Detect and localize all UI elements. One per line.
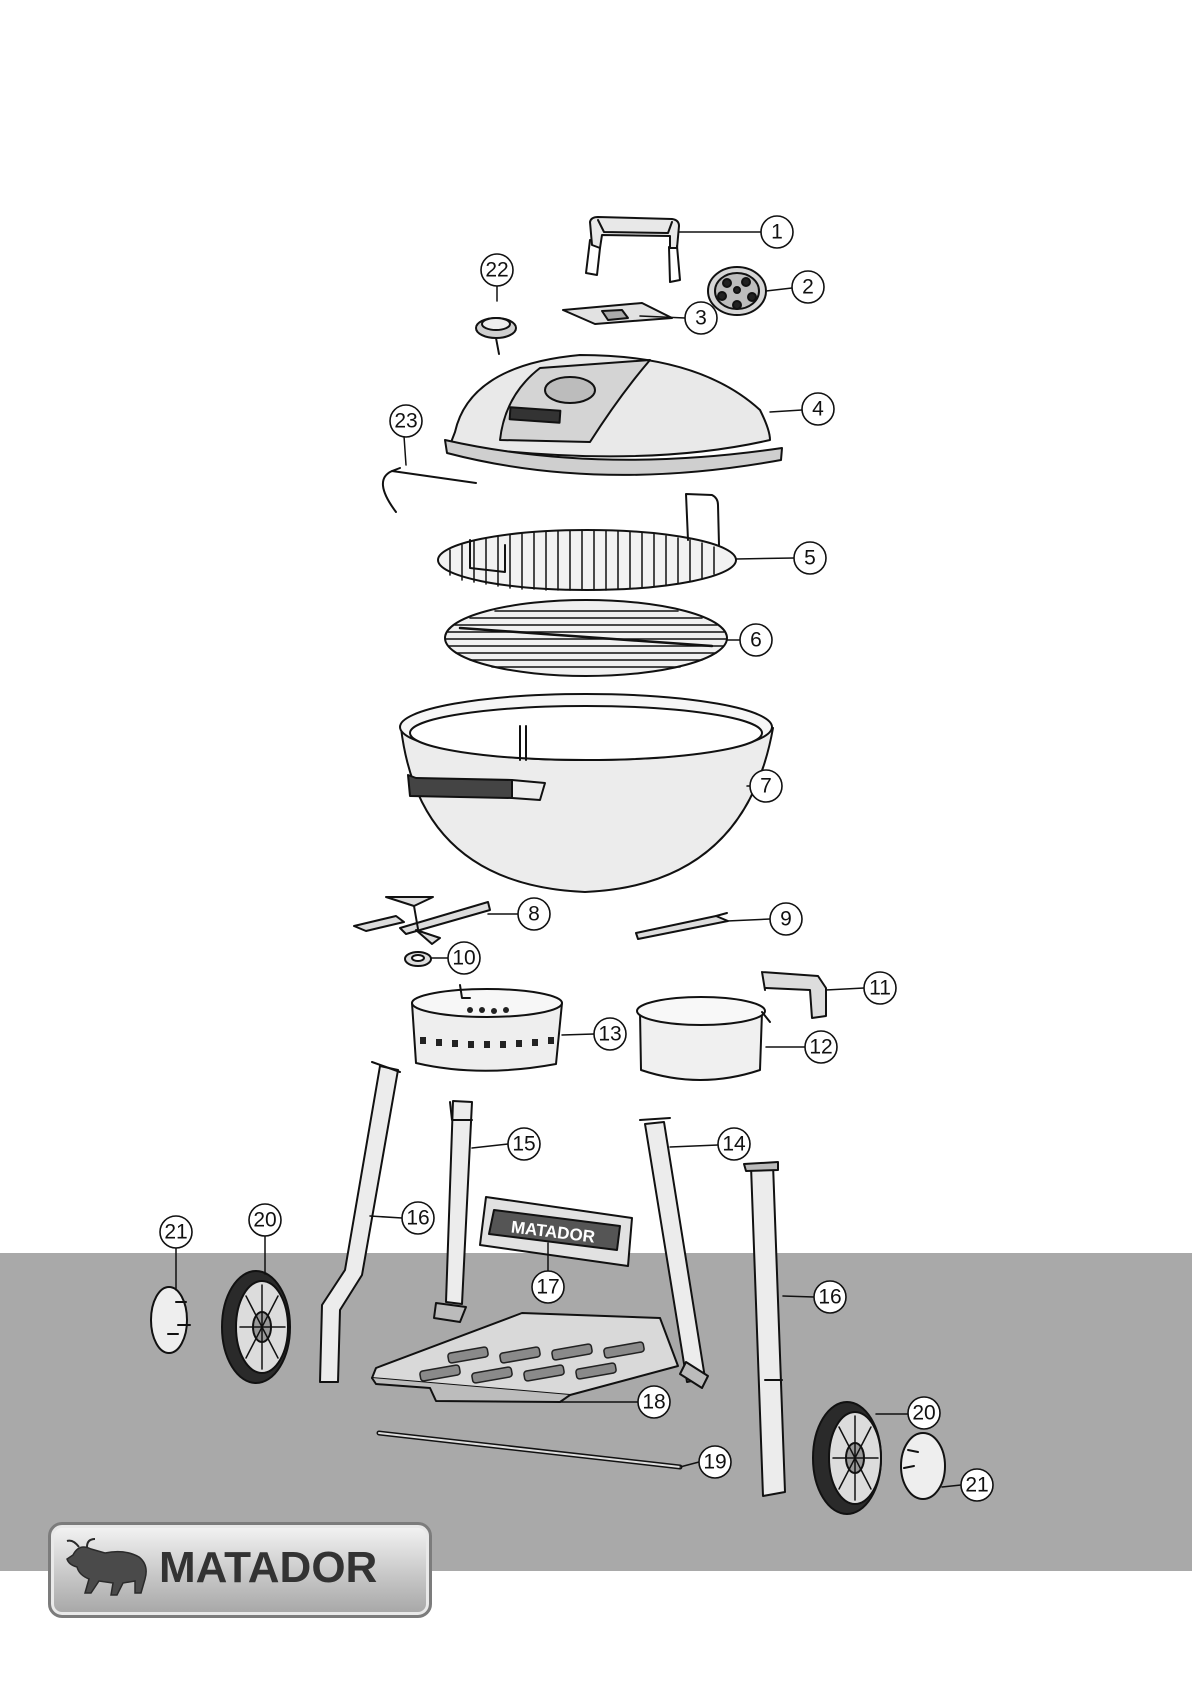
callout-22: 22	[485, 259, 508, 282]
part-ash-lever	[636, 913, 728, 939]
part-hubcap-right	[901, 1433, 945, 1499]
part-wheel-left	[222, 1271, 290, 1383]
callout-4: 4	[812, 398, 824, 421]
part-bowl	[400, 694, 773, 892]
part-leg-left	[320, 1062, 400, 1382]
callout-11: 11	[869, 977, 891, 1000]
callout-19: 19	[703, 1451, 726, 1474]
callout-12: 12	[809, 1036, 832, 1059]
callout-18: 18	[642, 1391, 665, 1414]
logo-wordmark: MATADOR	[159, 1543, 377, 1593]
part-charcoal-grate	[445, 600, 727, 676]
callout-5: 5	[804, 547, 816, 570]
callout-8: 8	[528, 903, 540, 926]
callout-9: 9	[780, 908, 792, 931]
callout-7: 7	[760, 775, 772, 798]
part-leg-right	[744, 1162, 785, 1496]
callout-10: 10	[452, 947, 475, 970]
callout-16: 16	[406, 1207, 429, 1230]
part-heat-shield	[563, 303, 672, 324]
callout-13: 13	[598, 1023, 621, 1046]
callout-20: 20	[253, 1209, 276, 1232]
part-handle	[586, 217, 680, 282]
callout-23: 23	[394, 410, 417, 433]
callout-16-right: 16	[818, 1286, 841, 1309]
part-charcoal-basket	[412, 985, 562, 1071]
part-grommet	[405, 952, 431, 966]
callout-20-right: 20	[912, 1402, 935, 1425]
bull-icon	[65, 1535, 157, 1603]
part-ash-pan	[637, 997, 770, 1080]
part-leg-15	[434, 1101, 472, 1322]
part-wheel-right	[813, 1402, 881, 1514]
part-lid-hook	[383, 468, 476, 512]
callout-3: 3	[695, 307, 707, 330]
part-vent-plate	[708, 267, 766, 315]
part-cooking-grate	[438, 494, 736, 590]
part-ash-sweeper	[354, 897, 490, 944]
callout-21-right: 21	[965, 1474, 988, 1497]
callout-2: 2	[802, 276, 814, 299]
callout-14: 14	[722, 1133, 746, 1156]
part-lid	[445, 355, 782, 475]
part-hubcap-left	[151, 1287, 190, 1353]
callout-1: 1	[771, 221, 783, 244]
part-bottom-shelf	[372, 1313, 678, 1402]
callout-17: 17	[536, 1276, 559, 1299]
callout-21: 21	[164, 1221, 187, 1244]
callout-6: 6	[750, 629, 762, 652]
brand-logo: MATADOR	[48, 1522, 432, 1618]
part-thermometer	[476, 318, 516, 354]
part-bracket	[762, 972, 826, 1018]
part-axle-rod	[379, 1433, 680, 1467]
callout-15: 15	[512, 1133, 535, 1156]
